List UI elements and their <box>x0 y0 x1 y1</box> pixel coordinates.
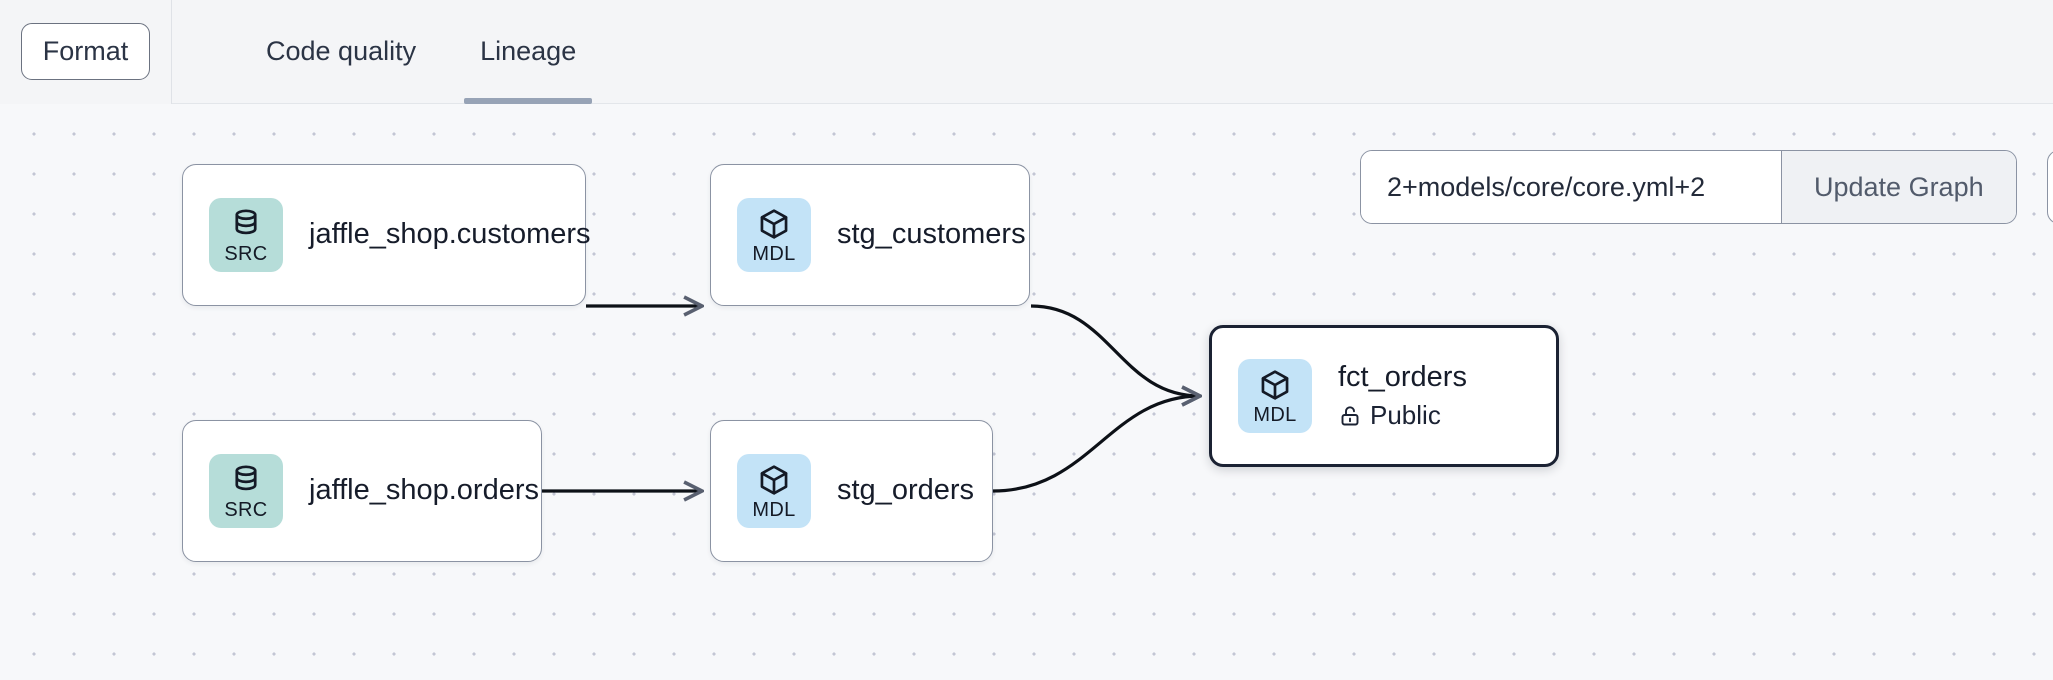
lineage-canvas[interactable]: Update Graph SRC jaffle_shop.customers M… <box>0 104 2053 680</box>
edge-stg-customers-to-fct-orders <box>1030 304 1200 396</box>
database-icon <box>235 208 257 234</box>
update-graph-button[interactable]: Update Graph <box>1781 151 2016 223</box>
editor-header: Format Code quality Lineage <box>0 0 2053 104</box>
node-badge-src: SRC <box>209 198 283 272</box>
node-badge-label: MDL <box>1253 403 1297 426</box>
lineage-node-jaffle-shop-orders[interactable]: SRC jaffle_shop.orders <box>182 420 542 562</box>
node-badge-label: MDL <box>752 498 796 521</box>
graph-selector-group: Update Graph <box>1360 150 2017 224</box>
node-text-group: jaffle_shop.customers <box>309 218 617 251</box>
toolbar-overflow-button[interactable] <box>2046 150 2053 224</box>
lineage-node-jaffle-shop-customers[interactable]: SRC jaffle_shop.customers <box>182 164 591 306</box>
node-badge-src: SRC <box>209 454 283 528</box>
node-badge-mdl: MDL <box>1238 359 1312 433</box>
node-text-group: fct_orders Public <box>1338 361 1493 431</box>
lineage-node-stg-orders[interactable]: MDL stg_orders <box>710 420 993 562</box>
graph-toolbar: Update Graph <box>1360 150 2053 224</box>
unlock-icon <box>1341 406 1359 426</box>
node-badge-label: SRC <box>224 498 268 521</box>
lineage-node-stg-customers[interactable]: MDL stg_customers <box>710 164 1030 306</box>
tab-lineage[interactable]: Lineage <box>448 0 608 104</box>
node-title: stg_orders <box>837 474 975 507</box>
cube-icon <box>760 464 788 495</box>
tab-code-quality[interactable]: Code quality <box>266 36 417 66</box>
database-icon <box>235 464 257 490</box>
node-badge-mdl: MDL <box>737 454 811 528</box>
format-button[interactable]: Format <box>20 22 151 81</box>
node-text-group: stg_customers <box>837 218 1052 251</box>
node-title: jaffle_shop.orders <box>309 474 540 507</box>
format-button-zone: Format <box>0 0 172 104</box>
node-title: jaffle_shop.customers <box>309 218 591 251</box>
tab-bar: Code quality Lineage <box>172 0 608 104</box>
node-title: fct_orders <box>1338 360 1467 393</box>
node-badge-label: SRC <box>224 242 268 265</box>
node-badge-label: MDL <box>752 242 796 265</box>
node-badge-mdl: MDL <box>737 198 811 272</box>
node-text-group: stg_orders <box>837 474 1000 507</box>
edge-stg-orders-to-fct-orders <box>992 396 1200 493</box>
cube-icon <box>760 208 788 239</box>
lineage-node-fct-orders[interactable]: MDL fct_orders Public <box>1209 325 1559 467</box>
node-title: stg_customers <box>837 218 1026 251</box>
cube-icon <box>1261 369 1289 400</box>
graph-selector-input[interactable] <box>1361 151 1781 223</box>
node-access-label: Public <box>1370 400 1441 431</box>
node-access-badge: Public <box>1338 400 1467 431</box>
node-text-group: jaffle_shop.orders <box>309 474 565 507</box>
